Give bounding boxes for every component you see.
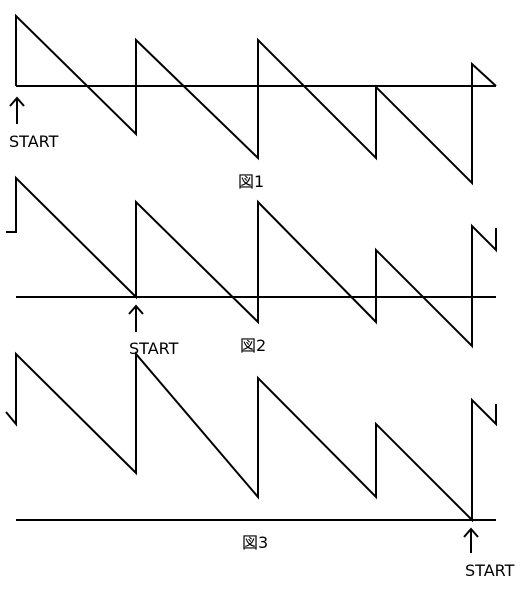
figure-1-start-label: START xyxy=(9,132,59,151)
figure-2: START 図2 xyxy=(6,175,497,358)
figure-1: START 図1 xyxy=(9,13,497,191)
figure-2-sawtooth-wave xyxy=(6,175,497,349)
figure-3: START 図3 xyxy=(5,351,515,580)
figure-2-start-label: START xyxy=(129,339,179,358)
figure-3-start-label: START xyxy=(465,561,515,580)
figure-3-sawtooth-wave xyxy=(5,351,497,523)
figure-1-start-arrow xyxy=(9,96,25,124)
figure-3-caption: 図3 xyxy=(242,533,268,552)
figure-3-start-arrow xyxy=(463,527,479,553)
figure-1-sawtooth-wave xyxy=(15,13,497,186)
figure-2-caption: 図2 xyxy=(240,336,266,355)
figure-1-caption: 図1 xyxy=(238,172,264,191)
figure-2-start-arrow xyxy=(128,304,144,332)
